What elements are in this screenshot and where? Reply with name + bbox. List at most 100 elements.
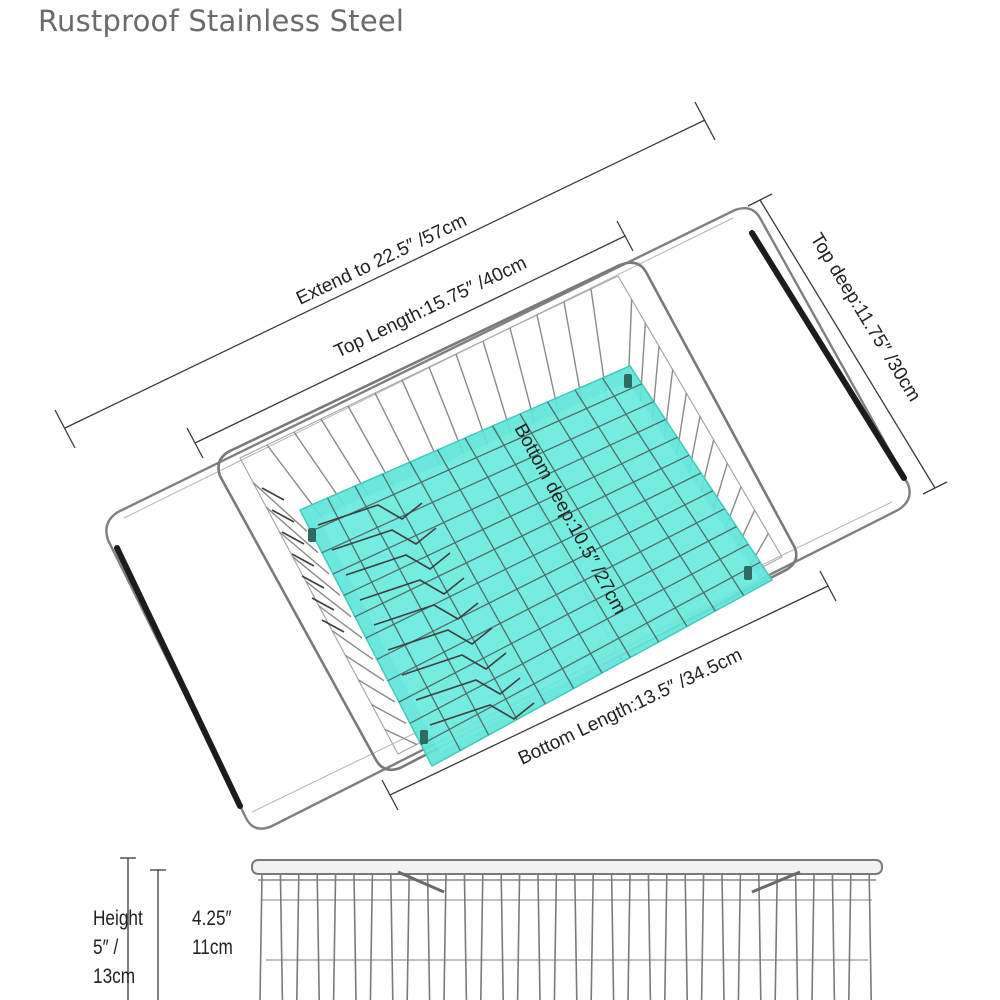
side-view-wire [426,873,431,1000]
side-view-wire [721,873,725,1000]
tray-grid-wire [354,454,690,618]
right-handle [749,230,907,481]
tray-grid-wire [409,543,749,724]
side-view-wire [296,873,300,1000]
side-view-wire [480,873,484,1000]
plate-rack-wire [429,702,535,726]
side-view-wire [868,873,872,1000]
wall-wire [344,654,385,682]
side-view-wire [259,873,263,1000]
plate-rack-wire [331,527,437,551]
height-outer-label: Height 5″ / 13cm [93,904,143,991]
side-view [120,857,883,1000]
side-view-wire [811,873,815,1000]
side-view-wire [353,873,357,1000]
tray-grid-wire [398,525,737,703]
tray-grid-wire [332,418,666,575]
plate-rack-post [301,575,325,589]
page-title: Rustproof Stainless Steel [38,4,405,38]
side-view-wire [537,873,541,1000]
bottom-length-dim-line [389,585,829,796]
plate-rack-wire [359,577,465,601]
top-deep-dim-line [759,199,936,489]
tray-foot [624,374,632,388]
plate-rack-wires [261,487,535,726]
left-handle [114,545,243,809]
top-deep-dimension-label: Top deep:11.75″ /30cm [806,230,925,406]
top-deep-dim-tick-top [747,193,773,207]
tray-foot [420,730,428,744]
side-view-wire [758,873,762,1000]
side-view-wire [684,873,688,1000]
plate-rack-post [261,487,285,501]
side-view-wires [259,873,872,1000]
wall-wire [292,556,341,596]
plate-rack-wire [387,627,493,651]
plate-rack-wire [401,652,507,676]
height-outer-cm: 13cm [93,965,136,988]
dimension-lines [54,101,948,811]
tray-feet [308,374,752,744]
side-view-wire [443,873,447,1000]
side-view-wire [332,873,337,1000]
plate-rack-post [321,619,345,633]
side-view-wire [774,873,778,1000]
wall-wire [371,704,407,724]
wall-wire [265,506,319,554]
side-view-wire [627,873,631,1000]
top-deep-dim-tick-bottom [922,481,948,495]
plate-rack-wire [345,552,451,576]
height-inner-cm: 11cm [192,936,233,959]
side-view-wire [647,873,652,1000]
side-view-wire [390,873,394,1000]
tray-grid-wire [321,401,654,554]
wall-wire [279,531,330,575]
plate-rack-post [311,597,335,611]
tray-grid-wire [387,508,725,682]
height-outer-inches: 5″ / [93,936,119,959]
side-view-rim [251,859,883,875]
height-label: Height [93,907,143,930]
wall-wire [384,728,418,746]
handles [114,230,907,809]
side-view-wire [406,873,410,1000]
side-view-wire [574,873,578,1000]
side-view-wire [590,873,594,1000]
side-view-wire [463,873,468,1000]
bottom-length-dim-tick-right [819,570,837,602]
wall-wire [331,630,374,660]
plate-rack-post [281,531,305,545]
plate-rack-wire [415,677,521,701]
side-view-wire [369,873,374,1000]
side-view-wire [700,873,705,1000]
plate-rack-wire [317,502,423,526]
extend-dim-tick-right [694,101,716,141]
height-inner-label: 4.25″ 11cm [192,904,233,962]
top-length-dim-line [194,235,626,444]
tray-grid-wires [310,377,761,751]
wall-wire [318,605,363,639]
plate-rack-wire [373,602,479,626]
extend-dim-line [64,119,706,429]
side-view-wire [610,873,615,1000]
side-view-wire [279,873,284,1000]
plate-rack-post [271,509,295,523]
side-view-wire [500,873,504,1000]
side-view-wire [794,873,799,1000]
tray-grid-wire [365,472,702,639]
wall-wire [305,580,352,618]
side-view-slide-bars [397,870,801,894]
tray-grid-wire [343,436,678,596]
wall-wire [358,679,396,703]
tray-foot [308,528,316,542]
top-length-dim-tick-left [186,427,204,459]
side-view-wire [737,873,742,1000]
tray-grid-wire [376,490,714,660]
side-view-wire [848,873,852,1000]
extend-dim-tick-left [54,409,76,449]
side-view-wire [664,873,668,1000]
side-view-wire [516,873,521,1000]
tray-grid-wire [310,383,643,532]
side-view-wire [831,873,836,1000]
